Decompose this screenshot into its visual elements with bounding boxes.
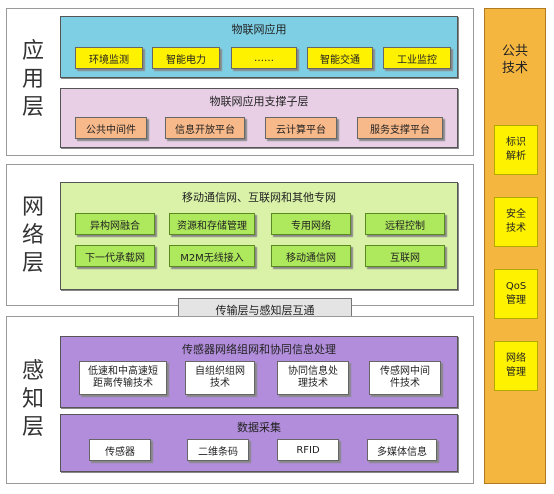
public-item-network-management: 网络 管理 xyxy=(494,341,538,391)
public-item-line: 管理 xyxy=(506,295,526,306)
application-support-title: 物联网应用支撑子层 xyxy=(209,95,309,108)
public-item-identification: 标识 解析 xyxy=(494,125,538,175)
app-item-environment-monitoring: 环境监测 xyxy=(75,47,143,69)
network-item-resource-storage: 资源和存储管理 xyxy=(169,213,255,235)
networking-item-line: 距离传输技术 xyxy=(93,378,153,389)
networking-item-line: 理技术 xyxy=(298,378,328,389)
data-collection-title: 数据采集 xyxy=(237,421,281,434)
app-item-ellipsis: …… xyxy=(231,47,297,69)
collection-item-multimedia: 多媒体信息 xyxy=(367,439,437,461)
networking-item-line: 传感网中间 xyxy=(380,366,430,377)
layer-label-char: 用 xyxy=(21,67,44,92)
network-item-remote-control: 远程控制 xyxy=(365,213,445,235)
public-item-line: 解析 xyxy=(506,151,526,162)
application-layer-label: 应 用 层 xyxy=(10,30,56,130)
collection-item-qr-code: 二维条码 xyxy=(187,439,249,461)
public-item-line: 管理 xyxy=(506,367,526,378)
app-item-smart-power: 智能电力 xyxy=(152,47,220,69)
support-item-cloud-platform: 云计算平台 xyxy=(265,117,337,139)
network-item-private-network: 专用网络 xyxy=(271,213,351,235)
layer-label-char: 层 xyxy=(21,95,44,120)
networking-item-line: 协同信息处 xyxy=(288,366,338,377)
perception-layer-label: 感 知 层 xyxy=(10,350,56,450)
support-item-service-platform: 服务支撑平台 xyxy=(357,117,443,139)
layer-label-char: 网 xyxy=(21,195,44,220)
public-item-line: 安全 xyxy=(506,209,526,220)
application-support-panel: 物联网应用支撑子层 公共中间件 信息开放平台 云计算平台 服务支撑平台 xyxy=(60,88,458,148)
public-item-line: 技术 xyxy=(506,223,526,234)
iot-applications-panel: 物联网应用 环境监测 智能电力 …… 智能交通 工业监控 xyxy=(60,16,458,78)
layer-label-char: 络 xyxy=(21,223,44,248)
collection-item-sensor: 传感器 xyxy=(89,439,151,461)
layer-label-char: 层 xyxy=(21,415,44,440)
support-item-public-middleware: 公共中间件 xyxy=(75,117,147,139)
network-item-next-gen-bearer: 下一代承载网 xyxy=(75,245,155,267)
public-technology-title-line: 公共 xyxy=(501,44,528,59)
layer-label-char: 知 xyxy=(21,387,44,412)
networks-title: 移动通信网、互联网和其他专网 xyxy=(182,191,336,204)
networking-item-self-organizing: 自组织组网 技术 xyxy=(185,361,255,395)
layer-label-char: 层 xyxy=(21,251,44,276)
data-collection-panel: 数据采集 传感器 二维条码 RFID 多媒体信息 xyxy=(60,414,458,472)
networks-panel: 移动通信网、互联网和其他专网 异构网融合 资源和存储管理 专用网络 远程控制 下… xyxy=(60,182,458,290)
support-item-open-platform: 信息开放平台 xyxy=(165,117,245,139)
layer-label-char: 感 xyxy=(21,359,44,384)
networking-item-line: 件技术 xyxy=(390,378,420,389)
public-technology-title: 公共 技术 xyxy=(485,43,545,77)
public-item-security: 安全 技术 xyxy=(494,197,538,247)
networking-item-short-range: 低速和中高速短 距离传输技术 xyxy=(79,361,167,395)
app-item-industrial-monitoring: 工业监控 xyxy=(383,47,451,69)
public-item-qos: QoS 管理 xyxy=(494,269,538,319)
network-item-mobile-network: 移动通信网 xyxy=(271,245,351,267)
public-technology-title-line: 技术 xyxy=(501,61,528,76)
iot-applications-title: 物联网应用 xyxy=(231,23,287,36)
sensor-networking-panel: 传感器网络组网和协同信息处理 低速和中高速短 距离传输技术 自组织组网 技术 协… xyxy=(60,336,458,408)
public-item-line: 标识 xyxy=(506,137,526,148)
networking-item-line: 技术 xyxy=(210,378,230,389)
public-item-line: 网络 xyxy=(506,353,526,364)
networking-item-line: 低速和中高速短 xyxy=(88,366,158,377)
network-item-heterogeneous-fusion: 异构网融合 xyxy=(75,213,155,235)
public-technology-column: 公共 技术 标识 解析 安全 技术 QoS 管理 网络 管理 xyxy=(484,8,546,484)
networking-item-collaborative-processing: 协同信息处 理技术 xyxy=(277,361,349,395)
sensor-networking-title: 传感器网络组网和协同信息处理 xyxy=(182,343,336,356)
collection-item-rfid: RFID xyxy=(277,439,339,461)
public-item-line: QoS xyxy=(505,281,527,292)
networking-item-line: 自组织组网 xyxy=(195,366,245,377)
network-item-internet: 互联网 xyxy=(365,245,445,267)
networking-item-sensor-middleware: 传感网中间 件技术 xyxy=(369,361,441,395)
network-item-m2m-wireless: M2M无线接入 xyxy=(169,245,255,267)
app-item-smart-transport: 智能交通 xyxy=(307,47,373,69)
layer-label-char: 应 xyxy=(21,39,44,64)
network-layer-label: 网 络 层 xyxy=(10,186,56,286)
